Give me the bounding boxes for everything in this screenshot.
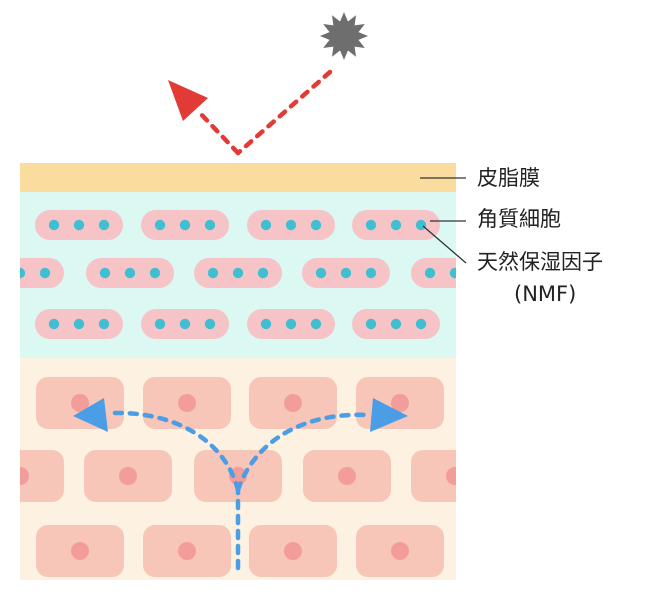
moisture-arrow-left-icon [73,398,108,432]
sebum-membrane-layer [20,163,456,192]
nmf-dot [390,219,402,231]
cell-nucleus [20,467,29,485]
nmf-label: 天然保湿因子 [477,250,603,274]
cell-nucleus [71,542,89,560]
cell-nucleus [446,467,456,485]
nmf-dot [39,267,51,279]
nmf-dot [415,219,427,231]
reflect-arrow-red-icon [168,80,208,121]
nmf-dot [390,318,402,330]
nmf-dot [285,219,297,231]
irritant-incoming-path [235,69,333,156]
sebum-membrane-label: 皮脂膜 [477,166,540,190]
nmf-dot [149,267,161,279]
nmf-dot [424,267,436,279]
moisture-paths [73,398,408,571]
nmf-abbreviation-label: (NMF) [514,282,577,306]
nmf-dot [340,267,352,279]
cell-nucleus [178,542,196,560]
nmf-dot [48,318,60,330]
nmf-dot [257,267,269,279]
corneocytes-label: 角質細胞 [477,207,561,231]
leader-lines [420,177,467,264]
corneocyte [20,258,64,288]
irritant-reflection [168,12,368,156]
nmf-dot [99,267,111,279]
cell-nucleus [284,542,302,560]
cell-nucleus [391,542,409,560]
nmf-dot [365,267,377,279]
nmf-dot [154,318,166,330]
nmf-dot [415,318,427,330]
cell-nucleus [178,394,196,412]
nmf-dot [48,219,60,231]
moisture-path-left [112,410,241,493]
cell-nucleus [391,394,409,412]
cell-nucleus [284,394,302,412]
nmf-dot [179,318,191,330]
nmf-dot [73,219,85,231]
nmf-dot [207,267,219,279]
nmf-dot [315,267,327,279]
nmf-dot [365,219,377,231]
nmf-dot [204,219,216,231]
cell-nucleus [119,467,137,485]
nmf-dot [285,318,297,330]
moisture-arrow-right-icon [370,398,408,432]
epidermis-layer [20,358,456,580]
nmf-dot [310,219,322,231]
corneocytes-group [20,210,456,339]
nmf-dot [310,318,322,330]
nmf-dot [98,219,110,231]
living-cell [20,450,64,502]
starburst-icon [320,12,368,60]
nmf-leader-line [422,225,467,264]
nmf-dot [179,219,191,231]
moisture-path-right [235,412,371,493]
nmf-dot [124,267,136,279]
nmf-dot [260,318,272,330]
cell-nucleus [338,467,356,485]
nmf-dot [204,318,216,330]
nmf-dot [260,219,272,231]
nmf-dot [73,318,85,330]
nmf-dot [449,267,456,279]
nmf-dot [232,267,244,279]
nmf-dot [20,267,26,279]
nmf-dot [365,318,377,330]
nmf-dot [98,318,110,330]
living-cell [411,450,456,502]
cell-nucleus [71,394,89,412]
nmf-dot [154,219,166,231]
irritant-reflected-path [196,109,241,156]
